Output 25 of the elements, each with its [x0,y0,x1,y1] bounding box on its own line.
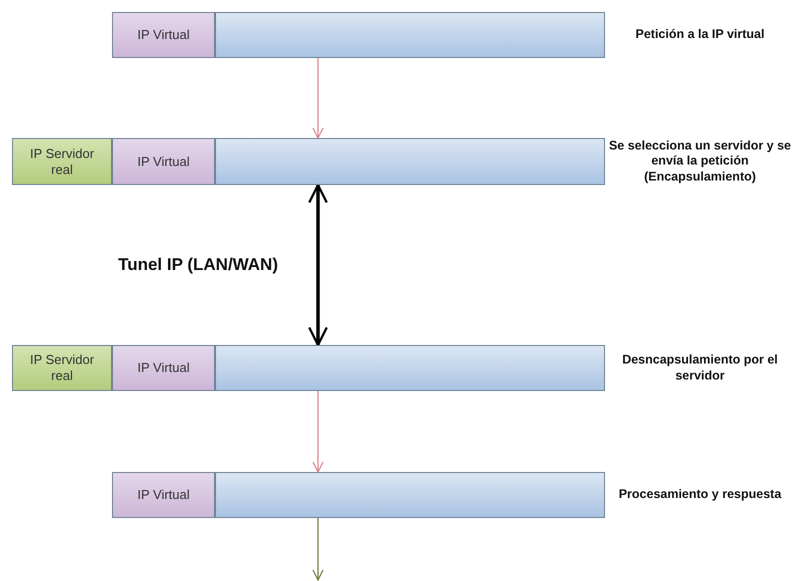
header-field [12,345,112,391]
step-description: Se selecciona un servidor y se envía la petición (Encapsulamiento) [608,138,792,185]
step-description: Procesamiento y respuesta [618,487,782,503]
field-label: IP Virtual [136,360,191,376]
payload-bar [215,138,605,185]
arrow [308,184,328,346]
header-field [112,472,215,518]
field-label: IP Servidor real [28,352,96,384]
payload-bar [215,345,605,391]
field-label: IP Virtual [136,487,191,503]
header-field [112,138,215,185]
arrow [312,58,324,139]
header-field [112,345,215,391]
arrow [312,391,324,473]
payload-bar [215,12,605,58]
step-description: Desncapsulamiento por el servidor [621,352,779,384]
header-field [112,12,215,58]
field-label: IP Virtual [136,27,191,43]
header-field [12,138,112,185]
arrow [312,518,324,581]
edge-label: Tunel IP (LAN/WAN) [118,255,278,275]
field-label: IP Servidor real [28,146,96,178]
payload-bar [215,472,605,518]
field-label: IP Virtual [136,154,191,170]
step-description: Petición a la IP virtual [634,27,766,43]
